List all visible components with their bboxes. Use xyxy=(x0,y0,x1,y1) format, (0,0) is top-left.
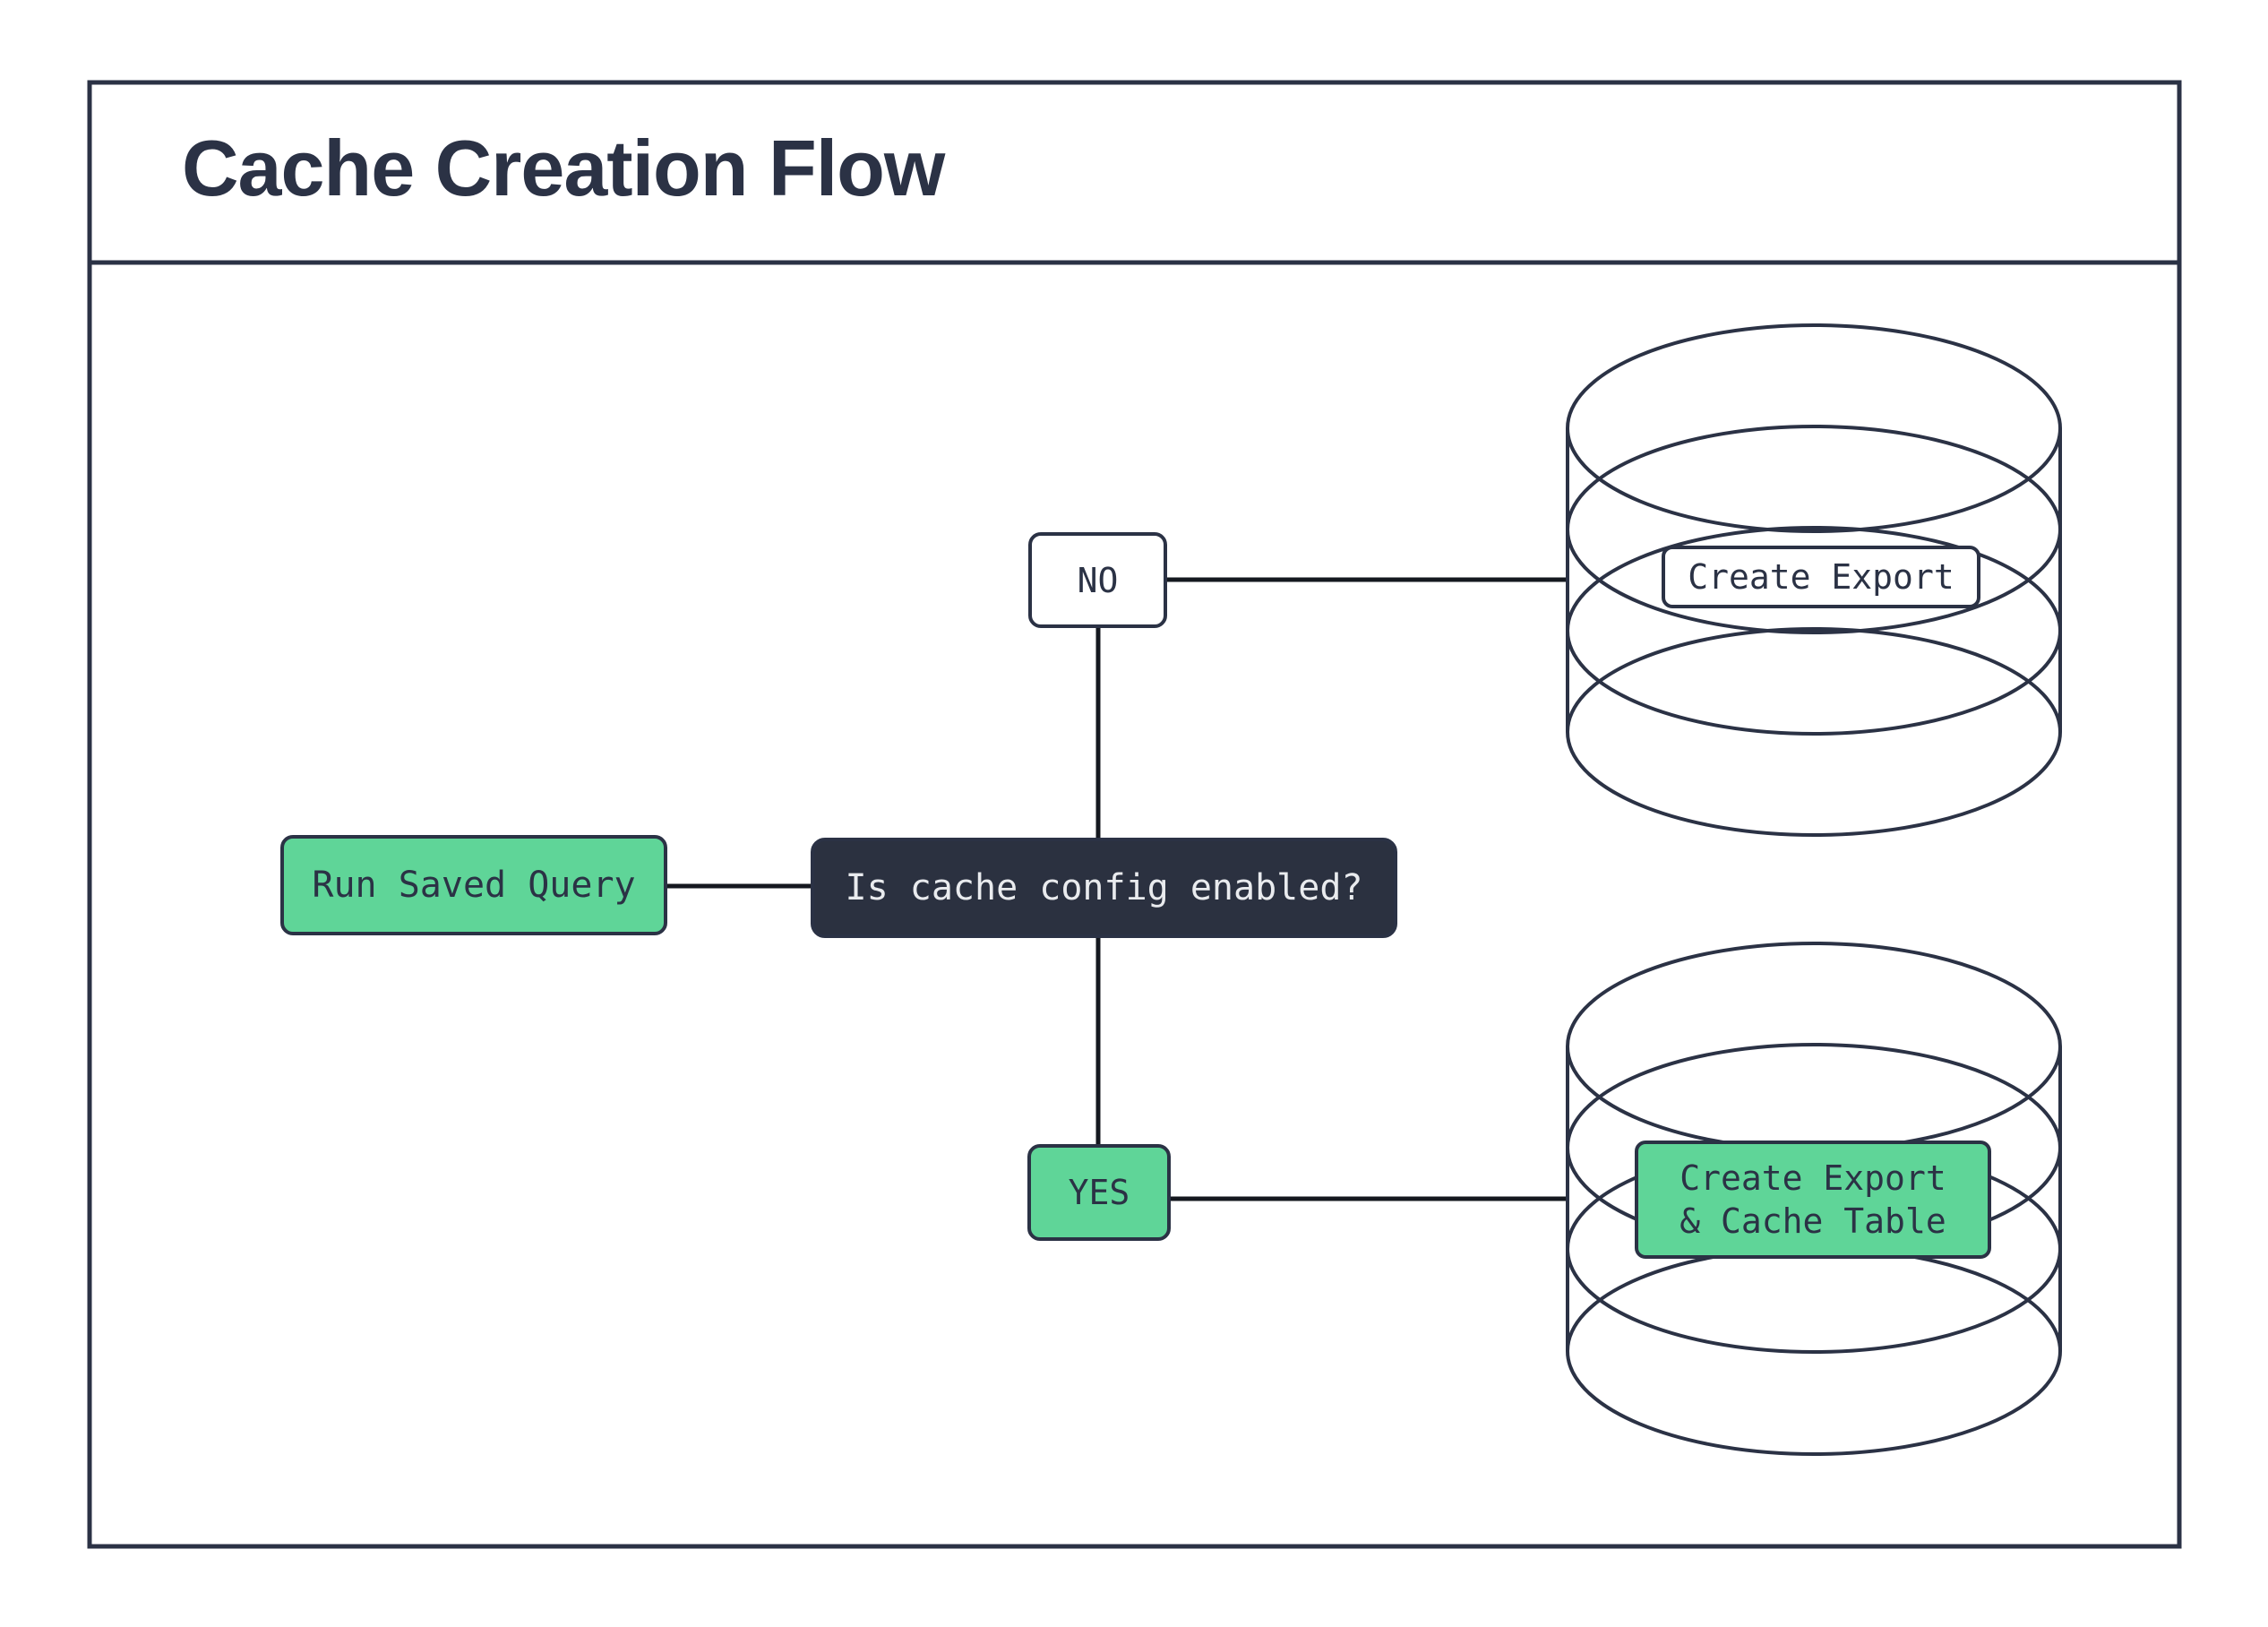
outer-border xyxy=(87,80,2182,1549)
node-create-export-cache-table: Create Export & Cache Table xyxy=(1635,1141,1991,1259)
node-create-export-cache-table-line1: Create Export xyxy=(1680,1158,1946,1198)
node-create-export-cache-table-line2: & Cache Table xyxy=(1680,1201,1946,1241)
database-cylinder-icon xyxy=(1566,323,2062,837)
page-title: Cache Creation Flow xyxy=(182,124,945,212)
node-branch-no: NO xyxy=(1028,532,1167,628)
node-decision-cache-config: Is cache config enabled? xyxy=(811,838,1397,938)
node-branch-yes: YES xyxy=(1027,1144,1171,1241)
node-create-export: Create Export xyxy=(1662,546,1980,608)
node-run-saved-query: Run Saved Query xyxy=(280,835,667,935)
